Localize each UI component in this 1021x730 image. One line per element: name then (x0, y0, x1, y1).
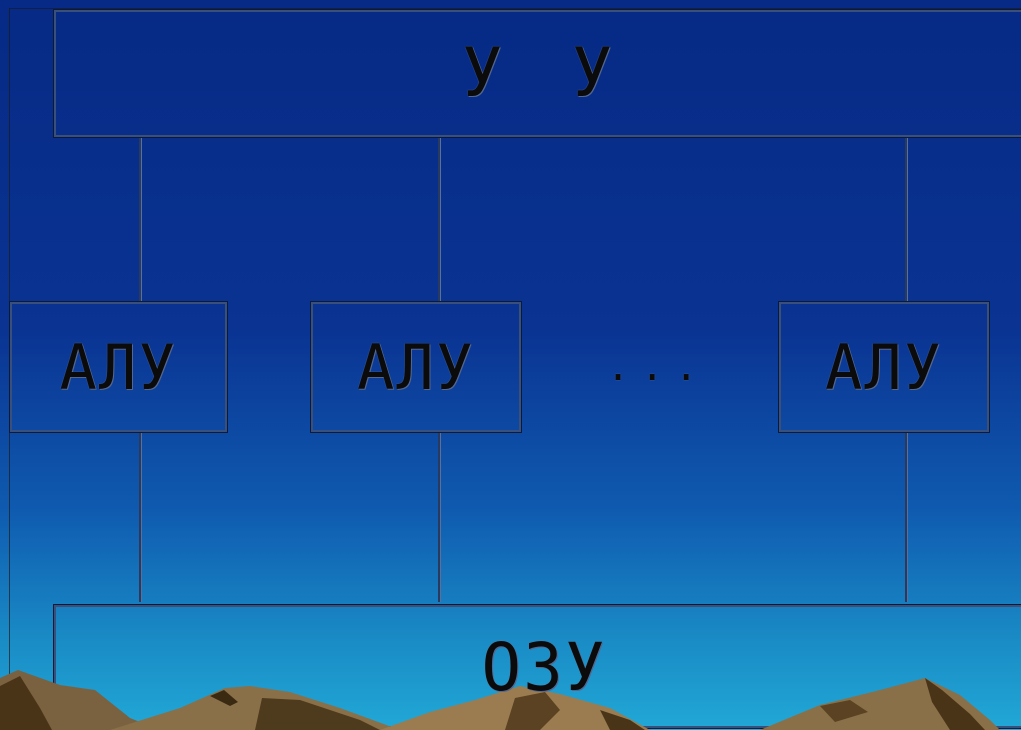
connector-alu1-ram (139, 432, 141, 602)
mountains-decoration (0, 670, 1000, 730)
mountain-shadow (820, 700, 868, 722)
connector-alu2-ram (438, 432, 440, 602)
memory-label: ОЗУ (481, 629, 607, 706)
connector-alu3-ram (905, 432, 907, 602)
slide-frame-top (9, 8, 1021, 9)
connector-cu-alu1 (139, 137, 141, 302)
mountain-shadow (0, 676, 52, 730)
connector-cu-alu2 (438, 137, 440, 302)
slide-frame-left (9, 8, 10, 728)
alu-label: АЛУ (357, 330, 475, 404)
alu-box: АЛУ (778, 301, 990, 433)
ellipsis: ... (606, 344, 709, 390)
alu-label: АЛУ (825, 330, 943, 404)
connector-cu-alu3 (905, 137, 907, 302)
mountain-shadow (255, 698, 380, 730)
alu-box: АЛУ (310, 301, 522, 433)
alu-label: АЛУ (59, 330, 178, 404)
control-unit-label: У У (461, 34, 627, 113)
mountain-shadow (505, 692, 560, 730)
mountain-shadow (210, 690, 238, 706)
mountain-shadow (925, 678, 985, 730)
mountain-shadow (600, 710, 645, 730)
control-unit-box: У У (53, 9, 1021, 138)
alu-box: АЛУ (9, 301, 228, 433)
